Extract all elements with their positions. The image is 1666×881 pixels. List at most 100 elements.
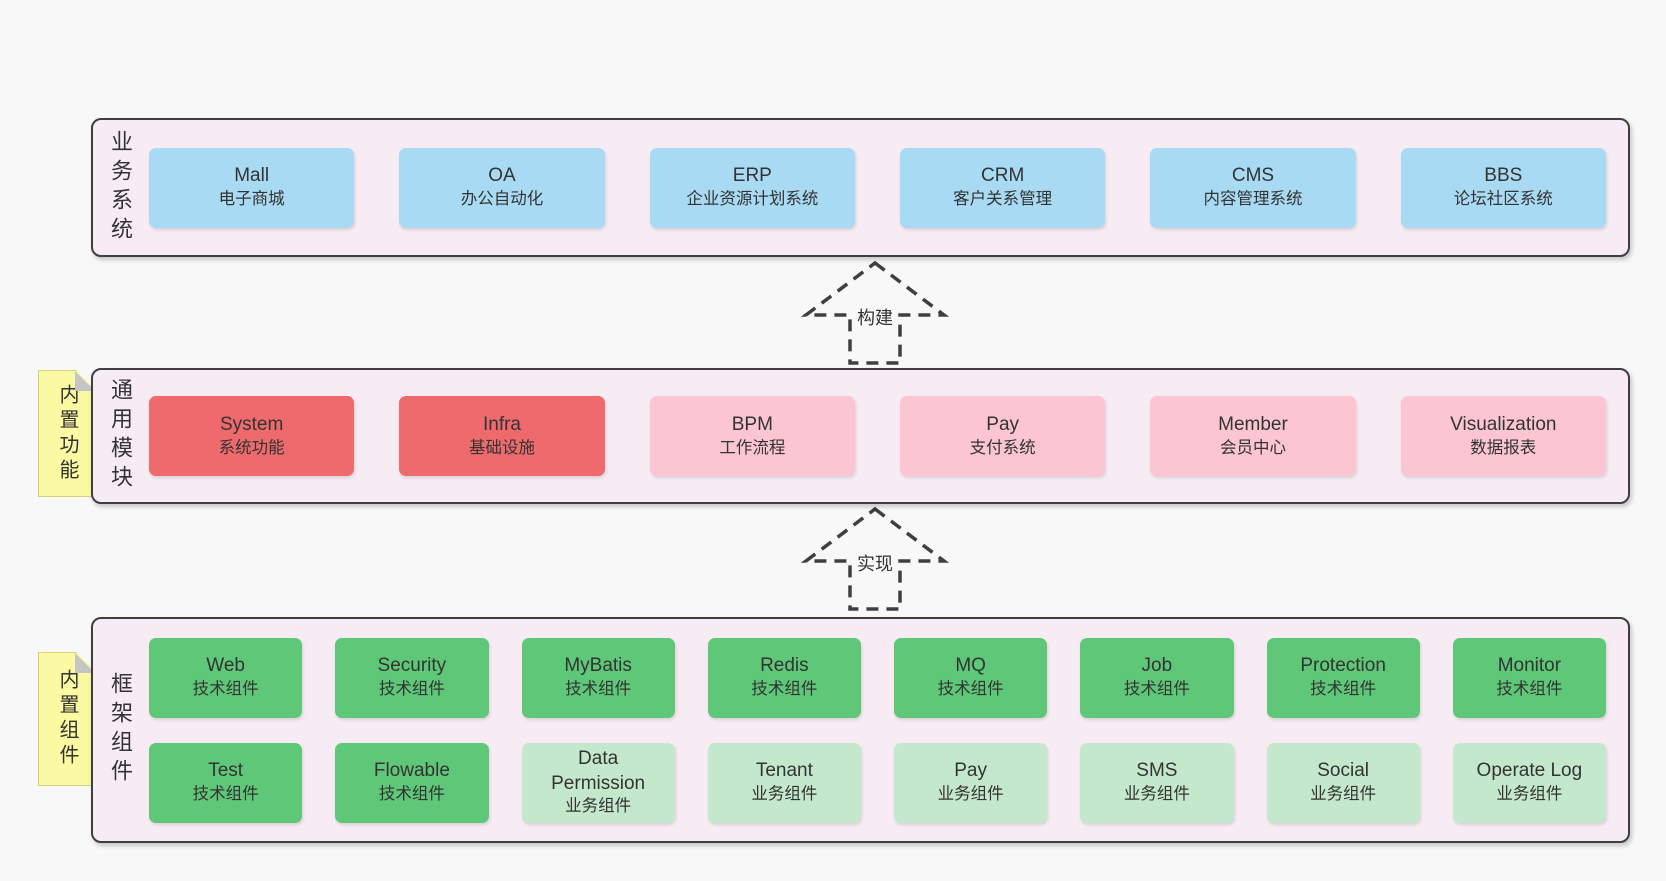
module-box-member: Member 会员中心 <box>1150 396 1356 476</box>
module-box-infra: Infra 基础设施 <box>399 396 605 476</box>
module-name: Flowable <box>373 760 450 782</box>
module-subtitle: 技术组件 <box>751 680 818 699</box>
module-name: MyBatis <box>564 655 632 677</box>
layer-label: 业务系统 <box>108 129 133 246</box>
module-name: System <box>219 413 284 435</box>
module-subtitle: 技术组件 <box>1123 680 1190 699</box>
module-box-web: Web 技术组件 <box>149 637 303 718</box>
module-box-mybatis: MyBatis 技术组件 <box>521 637 675 718</box>
module-box-visualization: Visualization 数据报表 <box>1400 396 1606 476</box>
sticky-tag-label: 内置功能 <box>56 383 78 484</box>
module-name: Monitor <box>1497 655 1562 677</box>
module-box-flowable: Flowable 技术组件 <box>335 742 489 823</box>
module-name: ERP <box>732 165 772 187</box>
module-subtitle: 业务组件 <box>565 797 632 816</box>
module-box-crm: CRM 客户关系管理 <box>899 147 1106 228</box>
module-name: MQ <box>955 655 986 677</box>
up-arrow-icon <box>800 260 950 365</box>
module-box-data-permission: Data Permission 业务组件 <box>521 742 675 823</box>
module-box-system: System 系统功能 <box>149 396 355 476</box>
module-name: Mall <box>234 165 270 187</box>
module-subtitle: 业务组件 <box>1123 785 1190 804</box>
module-name: Data Permission <box>551 748 646 794</box>
module-name: CMS <box>1231 165 1275 187</box>
module-subtitle: 技术组件 <box>1496 680 1563 699</box>
module-subtitle: 内容管理系统 <box>1203 190 1303 209</box>
module-box-social: Social 业务组件 <box>1266 742 1420 823</box>
up-arrow-icon <box>800 506 950 611</box>
module-box-job: Job 技术组件 <box>1080 637 1234 718</box>
module-name: OA <box>488 165 516 187</box>
module-subtitle: 业务组件 <box>937 785 1004 804</box>
module-box-security: Security 技术组件 <box>335 637 489 718</box>
module-subtitle: 论坛社区系统 <box>1453 190 1553 209</box>
module-subtitle: 数据报表 <box>1470 438 1537 457</box>
module-name: Web <box>206 655 245 677</box>
module-box-operate-log: Operate Log 业务组件 <box>1452 742 1606 823</box>
layer-business-systems: 业务系统 Mall 电子商城 OA 办公自动化 ERP 企业资源计划系统 CRM 客户关系管理… <box>91 118 1630 257</box>
module-box-redis: Redis 技术组件 <box>707 637 861 718</box>
module-name: Visualization <box>1450 413 1557 435</box>
module-subtitle: 技术组件 <box>378 785 445 804</box>
module-subtitle: 系统功能 <box>218 438 285 457</box>
module-name: SMS <box>1136 760 1178 782</box>
layer-label: 框架组件 <box>108 672 133 788</box>
module-box-bbs: BBS 论坛社区系统 <box>1400 147 1606 228</box>
sticky-tag-built-in-functions: 内置功能 <box>38 370 96 497</box>
module-name: Job <box>1141 655 1173 677</box>
module-box-monitor: Monitor 技术组件 <box>1452 637 1606 718</box>
module-name: Redis <box>760 655 809 677</box>
module-box-sms: SMS 业务组件 <box>1080 742 1234 823</box>
module-name: Social <box>1317 760 1369 782</box>
module-box-pay: Pay 业务组件 <box>894 742 1048 823</box>
module-name: Protection <box>1300 655 1386 677</box>
sticky-tag-built-in-components: 内置组件 <box>38 652 96 786</box>
module-box-oa: OA 办公自动化 <box>399 147 605 228</box>
module-name: CRM <box>981 165 1025 187</box>
module-subtitle: 基础设施 <box>468 438 535 457</box>
module-box-mall: Mall 电子商城 <box>149 147 355 228</box>
module-subtitle: 业务组件 <box>1496 785 1563 804</box>
module-name: Tenant <box>755 760 813 782</box>
module-subtitle: 电子商城 <box>218 190 285 209</box>
module-subtitle: 技术组件 <box>378 680 445 699</box>
module-box-erp: ERP 企业资源计划系统 <box>649 147 855 228</box>
module-subtitle: 技术组件 <box>192 680 259 699</box>
module-subtitle: 企业资源计划系统 <box>686 190 819 209</box>
module-name: Infra <box>482 413 521 435</box>
module-name: Pay <box>954 760 987 782</box>
box-row: Mall 电子商城 OA 办公自动化 ERP 企业资源计划系统 CRM 客户关系管理 CMS 内容… <box>149 147 1606 228</box>
module-name: Member <box>1218 413 1288 435</box>
module-subtitle: 业务组件 <box>751 785 818 804</box>
module-subtitle: 客户关系管理 <box>953 190 1053 209</box>
dashed-up-arrow-implement: 实现 <box>800 503 950 615</box>
arrow-label: 实现 <box>853 549 897 577</box>
module-name: Operate Log <box>1476 760 1583 782</box>
module-name: Security <box>377 655 447 677</box>
module-box-cms: CMS 内容管理系统 <box>1150 147 1356 228</box>
sticky-tag-label: 内置组件 <box>56 669 78 769</box>
arrow-label: 构建 <box>853 303 897 331</box>
module-name: BBS <box>1484 165 1523 187</box>
module-name: BPM <box>731 413 773 435</box>
module-subtitle: 业务组件 <box>1310 785 1377 804</box>
module-box-mq: MQ 技术组件 <box>894 637 1048 718</box>
module-box-tenant: Tenant 业务组件 <box>707 742 861 823</box>
layer-label: 通用模块 <box>108 378 133 494</box>
module-subtitle: 技术组件 <box>937 680 1004 699</box>
module-subtitle: 技术组件 <box>1310 680 1377 699</box>
module-subtitle: 支付系统 <box>969 438 1036 457</box>
module-subtitle: 技术组件 <box>565 680 632 699</box>
module-subtitle: 技术组件 <box>192 785 259 804</box>
module-subtitle: 会员中心 <box>1219 438 1286 457</box>
module-box-protection: Protection 技术组件 <box>1266 637 1420 718</box>
module-subtitle: 办公自动化 <box>460 190 544 209</box>
